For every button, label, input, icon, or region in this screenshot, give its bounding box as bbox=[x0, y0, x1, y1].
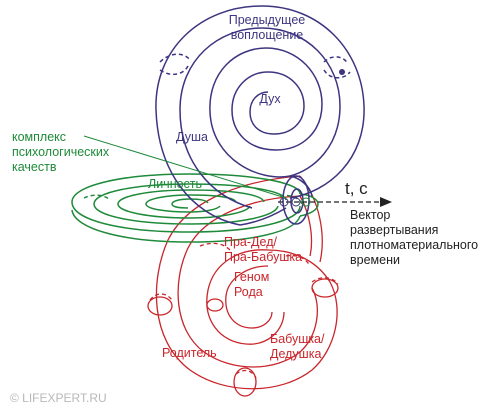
label-genome-line-2: Рода bbox=[234, 285, 263, 299]
spirit-node-dot bbox=[339, 69, 345, 75]
personality-coil-5 bbox=[171, 198, 209, 209]
label-vector-line-4: времени bbox=[350, 253, 400, 267]
personality-coil-2 bbox=[93, 183, 287, 225]
time-axis-arrowhead bbox=[380, 197, 392, 207]
spirit-outer-coil bbox=[155, 5, 365, 226]
label-previous-incarnation-line-2: воплощение bbox=[231, 28, 304, 42]
label-complex: комплекс психологических качеств bbox=[12, 130, 110, 174]
label-complex-line-3: качеств bbox=[12, 160, 57, 174]
time-axis bbox=[278, 197, 392, 207]
personality-disc-edge-lower bbox=[71, 209, 301, 243]
label-vector: Вектор развертывания плотноматериального… bbox=[350, 208, 478, 267]
lineage-section-right bbox=[311, 278, 339, 298]
lineage-middle-coil-inner-edge bbox=[225, 265, 273, 329]
complex-leader-line bbox=[83, 135, 287, 199]
lineage-section-inner bbox=[206, 298, 224, 312]
spirit-inner-coil bbox=[231, 71, 305, 151]
copyright-notice: © LIFEXPERT.RU bbox=[10, 391, 107, 405]
label-complex-line-1: комплекс bbox=[12, 130, 66, 144]
personality-coil-4 bbox=[145, 194, 237, 213]
label-grandparent: Бабушка/ Дедушка bbox=[270, 332, 325, 361]
lineage-outer-coil bbox=[155, 175, 338, 390]
lineage-hidden-edges bbox=[149, 242, 339, 379]
label-personality: Личность bbox=[148, 177, 202, 191]
label-parent: Родитель bbox=[162, 346, 217, 360]
spirit-spiral bbox=[155, 5, 365, 226]
label-genome: Геном Рода bbox=[234, 270, 269, 299]
lineage-section-left bbox=[147, 296, 173, 316]
label-genome-line-1: Геном bbox=[234, 270, 269, 284]
personality-disc-outer-bottom bbox=[71, 201, 301, 233]
spirit-outer-coil-inner-edge bbox=[179, 27, 341, 209]
label-time-symbol: t, c bbox=[345, 179, 368, 198]
label-spirit: Дух bbox=[259, 92, 281, 106]
spirit-tube-mouth-inner bbox=[290, 188, 304, 214]
lineage-section-bottom bbox=[233, 367, 257, 397]
time-axis-node-1 bbox=[279, 197, 289, 207]
label-vector-line-1: Вектор bbox=[350, 208, 390, 222]
label-grandparent-line-2: Дедушка bbox=[270, 347, 321, 361]
label-complex-line-2: психологических bbox=[12, 145, 110, 159]
spirit-hidden-edges bbox=[159, 53, 351, 79]
label-great-grandparent: Пра-Дед/ Пра-Бабушка bbox=[224, 235, 302, 264]
label-vector-line-2: развертывания bbox=[350, 223, 438, 237]
label-great-grandparent-line-2: Пра-Бабушка bbox=[224, 250, 302, 264]
label-great-grandparent-line-1: Пра-Дед/ bbox=[224, 235, 277, 249]
time-axis-node-3 bbox=[301, 197, 311, 207]
label-previous-incarnation-line-1: Предыдущее bbox=[229, 13, 306, 27]
label-previous-incarnation: Предыдущее воплощение bbox=[229, 13, 306, 42]
spirit-middle-coil bbox=[209, 47, 323, 178]
label-vector-line-3: плотноматериального bbox=[350, 238, 478, 252]
spirit-tube-mouth bbox=[282, 175, 310, 225]
time-axis-node-2 bbox=[291, 197, 301, 207]
label-grandparent-line-1: Бабушка/ bbox=[270, 332, 325, 346]
lineage-middle-coil bbox=[206, 249, 285, 345]
label-soul: Душа bbox=[176, 130, 208, 144]
